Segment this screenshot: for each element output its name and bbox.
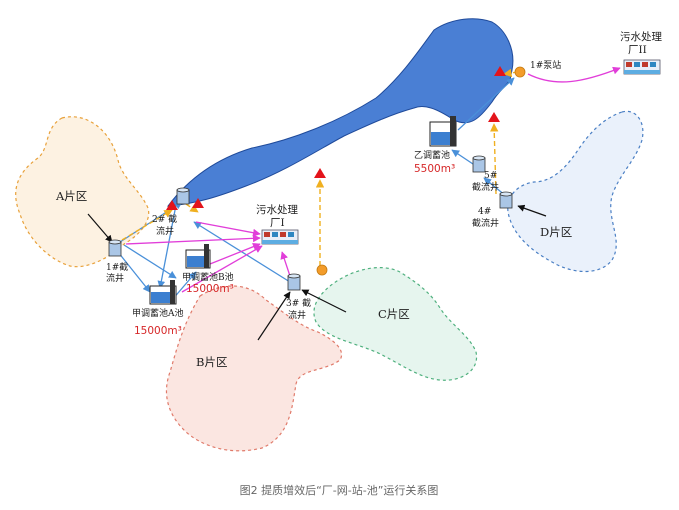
plant-1-icon — [261, 229, 299, 245]
tank-yi-volume: 5500m³ — [414, 163, 455, 175]
mflow-well3-to-plant1 — [280, 251, 291, 277]
tank-yi-icon — [429, 116, 457, 147]
mflow-tank-a-to-plant1 — [181, 245, 263, 293]
well-5-icon — [472, 155, 486, 173]
magenta-flow-lines — [125, 66, 621, 293]
well-5-label-line2: 截流井 — [472, 181, 499, 193]
zone-d-label: D片区 — [540, 225, 572, 239]
well-3-label-line1: 3# 截 — [286, 297, 311, 309]
overflow-well2-to-river — [185, 203, 199, 213]
zone-c-label: C片区 — [378, 307, 410, 321]
mflow-pump1-to-plant2 — [527, 66, 621, 83]
well-1-label-line2: 流井 — [106, 272, 124, 284]
flow-well1-to-tank-b — [123, 244, 177, 279]
zone-b-label: B片区 — [196, 355, 227, 369]
flow-tank-yi-to-pump1 — [457, 77, 515, 131]
plant-2-icon — [623, 59, 661, 75]
well-1-label-line1: 1#截 — [106, 261, 128, 273]
overflow-well4-to-river — [490, 123, 499, 195]
well-2-icon — [176, 187, 190, 205]
zone-a-area — [15, 116, 150, 268]
plant-2-label-line2: 厂II — [628, 44, 647, 56]
figure-caption: 图2 提质增效后“厂-网-站-池”运行关系图 — [240, 483, 439, 497]
tank-yi-label: 乙调蓄池 — [414, 149, 450, 161]
zone-b-area — [165, 285, 343, 452]
tank-jia-b-label: 甲调蓄池B池 — [182, 271, 234, 283]
zone-c-area — [313, 267, 478, 381]
outlet-triangle-4 — [488, 112, 500, 122]
outlet-markers — [166, 66, 506, 210]
zone-pointers — [87, 204, 547, 341]
river — [166, 18, 514, 207]
mflow-tank-b-to-plant1 — [209, 242, 261, 265]
well-3-label-line2: 流井 — [288, 309, 306, 321]
plant-2-label-line1: 污水处理 — [620, 31, 662, 43]
well-4-label-line1: 4# — [478, 207, 491, 217]
outlet-triangle-5 — [494, 66, 506, 76]
outlet-triangle-3 — [314, 168, 326, 178]
flow-well3-to-well2 — [193, 221, 291, 283]
well-2-label-line1: 2# 截 — [152, 213, 177, 225]
outlet-triangle-1 — [166, 200, 178, 210]
overflow-well1-to-river — [121, 209, 173, 241]
well-1-icon — [108, 239, 122, 257]
outlet-triangle-2 — [192, 198, 204, 208]
well-2-label-line2: 流井 — [156, 225, 174, 237]
tank-jia-a-icon — [149, 280, 177, 305]
well-3-icon — [287, 273, 301, 291]
well-4-label-line2: 截流井 — [472, 217, 499, 229]
pump-station-1-label: 1#泵站 — [530, 59, 561, 71]
mflow-well2-to-plant1 — [195, 221, 261, 237]
pump-station-1-icon — [514, 66, 526, 78]
tank-jia-a-volume: 15000m³ — [134, 325, 182, 337]
zone-a-label: A片区 — [55, 189, 87, 203]
zone-d-area — [507, 110, 644, 272]
mflow-well1-to-plant1 — [125, 234, 261, 245]
flow-well1-to-tank-a — [117, 251, 151, 293]
tank-jia-b-icon — [185, 244, 211, 269]
well3-pump-icon — [316, 264, 328, 276]
plant-1-label-line2: 厂I — [270, 217, 285, 229]
tank-jia-b-volume: 15000m³ — [186, 283, 234, 295]
tank-jia-a-label: 甲调蓄池A池 — [132, 307, 184, 319]
well-4-icon — [499, 191, 513, 209]
plant-1-label-line1: 污水处理 — [256, 204, 298, 216]
flow-well5-to-tank-yi — [451, 149, 477, 167]
well-5-label-line1: 5# — [484, 171, 497, 181]
flow-well2-to-tank-a — [157, 204, 177, 289]
